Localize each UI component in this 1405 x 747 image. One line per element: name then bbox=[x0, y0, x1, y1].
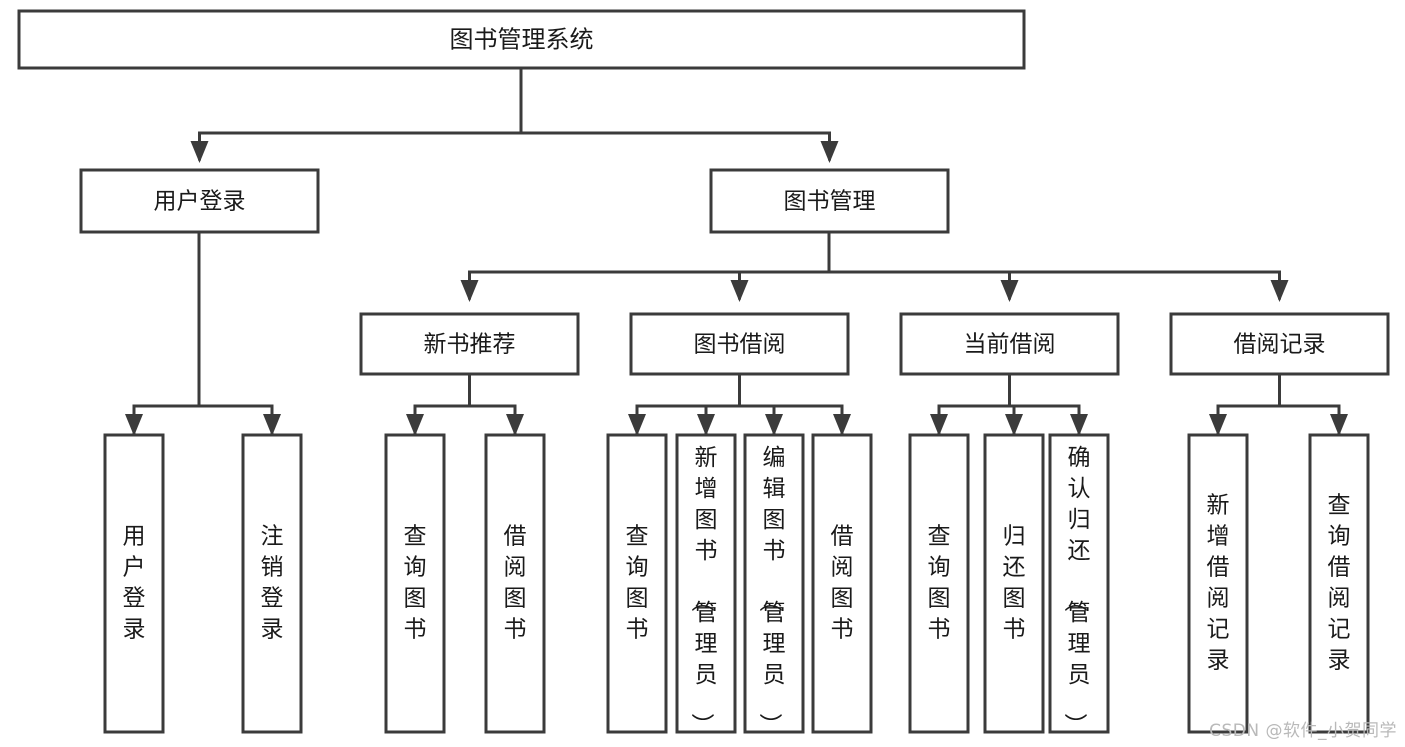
leaf-box[interactable] bbox=[384, 433, 446, 734]
leaf-box[interactable] bbox=[103, 433, 165, 734]
node-layer: 图书管理系统用户登录图书管理新书推荐图书借阅当前借阅借阅记录用户登录注销登录查询… bbox=[17, 9, 1390, 736]
arrow-head-icon bbox=[1005, 414, 1023, 436]
leaf-label: 确认归还（管理员） bbox=[1062, 445, 1091, 736]
leaf-label: 查询图书 bbox=[626, 524, 649, 643]
leaf-label: 查询图书 bbox=[928, 524, 951, 643]
leaf-label: 用户登录 bbox=[123, 524, 146, 643]
node-level2-0[interactable]: 用户登录 bbox=[79, 168, 320, 234]
leaf-label: 新增借阅记录 bbox=[1207, 493, 1230, 674]
node-leaf-1[interactable]: 注销登录 bbox=[241, 433, 303, 734]
leaf-label: 编辑图书（管理员） bbox=[757, 445, 786, 736]
leaf-box[interactable] bbox=[675, 433, 737, 734]
leaf-box[interactable] bbox=[606, 433, 668, 734]
node-leaf-7[interactable]: 借阅图书 bbox=[811, 433, 873, 734]
leaf-box[interactable] bbox=[1048, 433, 1110, 734]
arrow-head-icon bbox=[628, 414, 646, 436]
connector-current-borrow-bus bbox=[930, 372, 1088, 436]
arrow-head-icon bbox=[930, 414, 948, 436]
arrow-head-icon bbox=[1000, 280, 1019, 302]
node-leaf-2[interactable]: 查询图书 bbox=[384, 433, 446, 734]
leaf-label: 查询借阅记录 bbox=[1328, 493, 1351, 674]
arrow-head-icon bbox=[697, 414, 715, 436]
node-leaf-6[interactable]: 编辑图书（管理员） bbox=[743, 433, 805, 736]
node-label: 图书管理系统 bbox=[450, 26, 594, 54]
node-level3-0[interactable]: 新书推荐 bbox=[359, 312, 580, 376]
node-label: 图书借阅 bbox=[694, 332, 786, 358]
node-leaf-12[interactable]: 查询借阅记录 bbox=[1308, 433, 1370, 734]
connector-new-book-bus bbox=[406, 372, 524, 436]
node-leaf-3[interactable]: 借阅图书 bbox=[484, 433, 546, 734]
node-level2-1[interactable]: 图书管理 bbox=[709, 168, 950, 234]
arrow-head-icon bbox=[1330, 414, 1348, 436]
node-box[interactable] bbox=[899, 312, 1120, 376]
connector-layer bbox=[125, 66, 1348, 436]
arrow-head-icon bbox=[125, 414, 143, 436]
node-label: 图书管理 bbox=[784, 189, 876, 215]
node-leaf-11[interactable]: 新增借阅记录 bbox=[1187, 433, 1249, 734]
node-box[interactable] bbox=[17, 9, 1026, 70]
arrow-head-icon bbox=[406, 414, 424, 436]
node-box[interactable] bbox=[359, 312, 580, 376]
node-leaf-0[interactable]: 用户登录 bbox=[103, 433, 165, 734]
leaf-box[interactable] bbox=[241, 433, 303, 734]
arrow-head-icon bbox=[460, 280, 479, 302]
node-label: 借阅记录 bbox=[1234, 332, 1326, 358]
leaf-box[interactable] bbox=[1308, 433, 1370, 734]
arrow-head-icon bbox=[820, 141, 839, 163]
arrow-head-icon bbox=[1270, 280, 1289, 302]
node-level3-1[interactable]: 图书借阅 bbox=[629, 312, 850, 376]
leaf-label: 查询图书 bbox=[404, 524, 427, 643]
arrow-head-icon bbox=[730, 280, 749, 302]
leaf-label: 借阅图书 bbox=[831, 524, 854, 643]
leaf-box[interactable] bbox=[811, 433, 873, 734]
node-leaf-10[interactable]: 确认归还（管理员） bbox=[1048, 433, 1110, 736]
arrow-head-icon bbox=[765, 414, 783, 436]
leaf-label: 借阅图书 bbox=[504, 524, 527, 643]
arrow-head-icon bbox=[1070, 414, 1088, 436]
leaf-box[interactable] bbox=[1187, 433, 1249, 734]
arrow-head-icon bbox=[833, 414, 851, 436]
node-box[interactable] bbox=[79, 168, 320, 234]
connector-book-manage-to-level3 bbox=[460, 230, 1289, 302]
node-level3-2[interactable]: 当前借阅 bbox=[899, 312, 1120, 376]
leaf-box[interactable] bbox=[983, 433, 1045, 734]
arrow-head-icon bbox=[1209, 414, 1227, 436]
arrow-head-icon bbox=[506, 414, 524, 436]
leaf-box[interactable] bbox=[908, 433, 970, 734]
node-box[interactable] bbox=[709, 168, 950, 234]
leaf-label: 归还图书 bbox=[1003, 524, 1026, 643]
node-label: 新书推荐 bbox=[424, 332, 516, 358]
node-leaf-8[interactable]: 查询图书 bbox=[908, 433, 970, 734]
node-label: 当前借阅 bbox=[964, 332, 1056, 358]
connector-root-to-level2 bbox=[190, 66, 839, 163]
leaf-box[interactable] bbox=[484, 433, 546, 734]
node-leaf-4[interactable]: 查询图书 bbox=[606, 433, 668, 734]
node-label: 用户登录 bbox=[154, 189, 246, 215]
node-box[interactable] bbox=[1169, 312, 1390, 376]
node-level3-3[interactable]: 借阅记录 bbox=[1169, 312, 1390, 376]
node-root-图书管理系统[interactable]: 图书管理系统 bbox=[17, 9, 1026, 70]
node-leaf-5[interactable]: 新增图书（管理员） bbox=[675, 433, 737, 736]
leaf-label: 注销登录 bbox=[261, 524, 284, 643]
connector-borrow-record-bus bbox=[1209, 372, 1348, 436]
connector-book-borrow-bus bbox=[628, 372, 851, 436]
arrow-head-icon bbox=[263, 414, 281, 436]
connector-user-login-to-leaves bbox=[125, 230, 281, 436]
leaf-label: 新增图书（管理员） bbox=[689, 445, 718, 736]
arrow-head-icon bbox=[190, 141, 209, 163]
node-box[interactable] bbox=[629, 312, 850, 376]
leaf-box[interactable] bbox=[743, 433, 805, 734]
node-leaf-9[interactable]: 归还图书 bbox=[983, 433, 1045, 734]
